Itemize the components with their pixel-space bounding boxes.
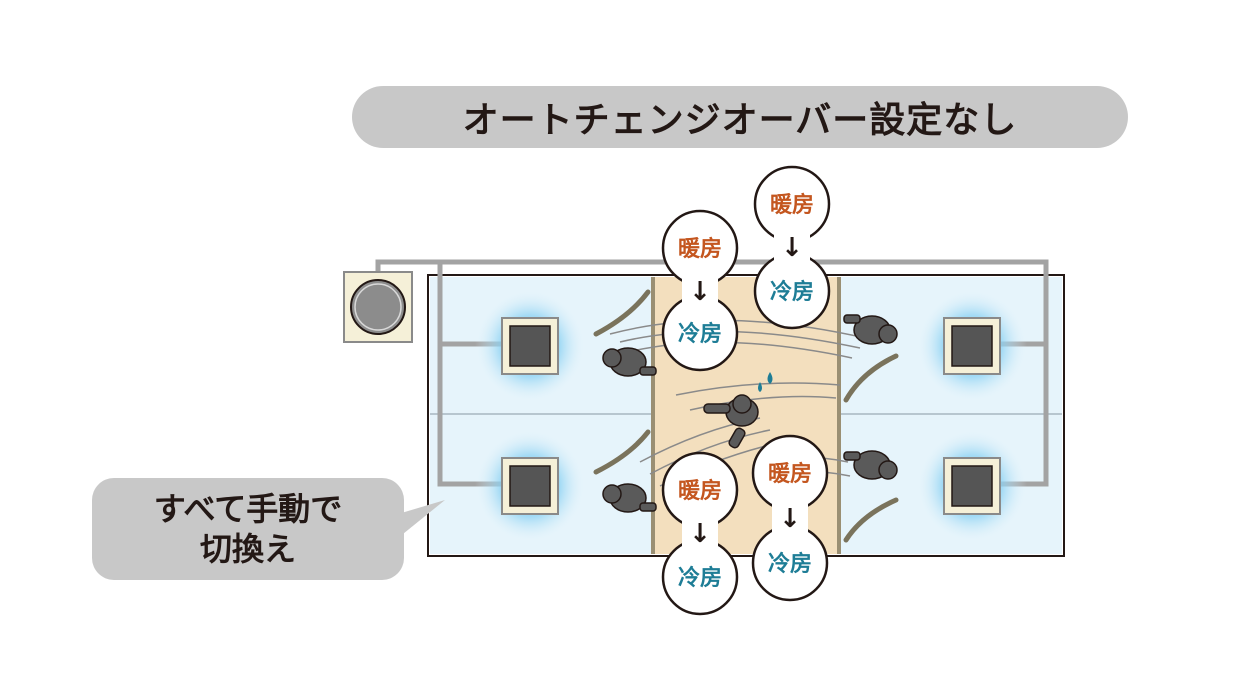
arrow-down-icon: ↓ — [689, 519, 711, 549]
indoor-unit-top-right — [917, 290, 1027, 402]
cool-label: 冷房 — [678, 321, 722, 347]
person-icon — [843, 314, 898, 345]
person-icon — [843, 450, 898, 480]
mode-switch-bottom-left: 暖房 ↓ 冷房 — [661, 451, 739, 616]
indoor-unit-bottom-right — [917, 430, 1027, 542]
doors — [593, 289, 899, 543]
heat-label: 暖房 — [770, 192, 814, 218]
callout-line-2: 切換え — [199, 530, 296, 568]
heat-label: 暖房 — [678, 236, 722, 262]
heat-label: 暖房 — [678, 478, 722, 504]
indoor-unit-top-left — [475, 290, 585, 402]
arrow-down-icon: ↓ — [779, 504, 801, 534]
cool-label: 冷房 — [768, 551, 812, 577]
running-person-icon — [703, 394, 759, 449]
cool-label: 冷房 — [678, 565, 722, 591]
mode-switch-top-right: 暖房 ↓ 冷房 — [753, 165, 831, 330]
mode-switch-top-left: 暖房 ↓ 冷房 — [661, 209, 739, 372]
person-icon — [602, 347, 657, 377]
title-text: オートチェンジオーバー設定なし — [462, 100, 1018, 141]
sweat-drops-icon — [758, 372, 773, 392]
title-banner: オートチェンジオーバー設定なし — [352, 86, 1128, 148]
callout-manual-switch: すべて手動で 切換え — [92, 478, 404, 580]
callout-line-1: すべて手動で — [153, 490, 343, 528]
heat-label: 暖房 — [768, 461, 812, 487]
person-icon — [602, 483, 657, 513]
callout-pointer — [398, 500, 445, 538]
arrow-down-icon: ↓ — [689, 277, 711, 307]
indoor-unit-bottom-left — [475, 430, 585, 542]
arrow-down-icon: ↓ — [781, 233, 803, 263]
cool-label: 冷房 — [770, 279, 814, 305]
outdoor-unit — [343, 271, 413, 343]
mode-switch-bottom-right: 暖房 ↓ 冷房 — [751, 434, 829, 602]
